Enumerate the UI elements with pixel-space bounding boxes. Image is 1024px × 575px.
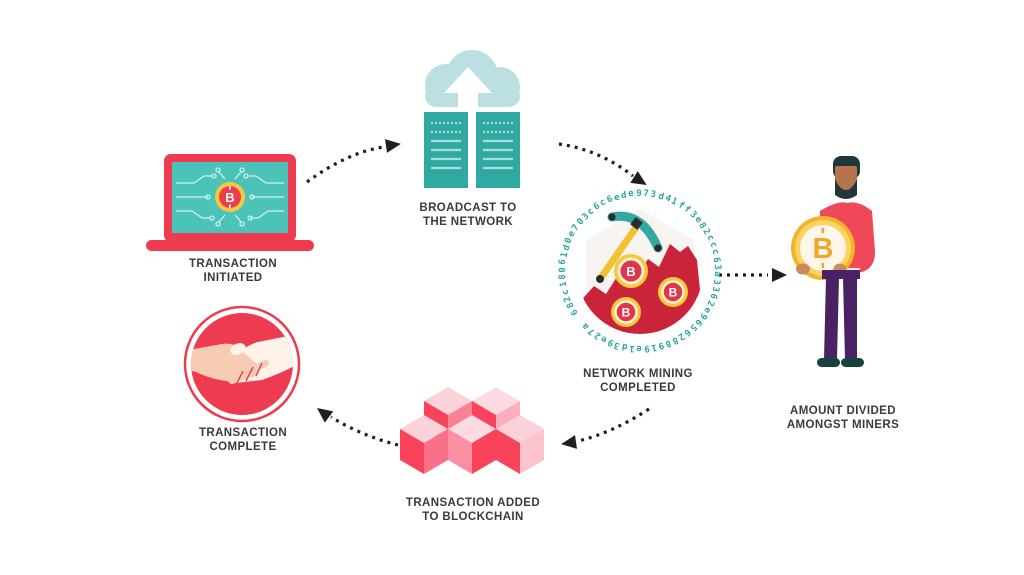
cube	[400, 415, 448, 474]
bitcoin-coin-icon: B	[658, 277, 688, 307]
left-hand	[796, 263, 810, 275]
label-line: COMPLETED	[600, 382, 676, 394]
label-line: BROADCAST TO	[419, 202, 517, 214]
right-shoe	[841, 358, 864, 367]
finger-gaps	[235, 362, 263, 386]
circuit-lines	[176, 167, 284, 227]
bitcoin-coin-icon: B	[611, 297, 641, 327]
bitcoin-coin-icon: B	[791, 216, 855, 280]
flow-arrow-5	[330, 415, 399, 447]
flow-arrow-4	[577, 407, 650, 443]
arrowhead-icon	[630, 171, 647, 185]
label-line: TRANSACTION	[198, 427, 288, 439]
label-line: COMPLETE	[209, 441, 277, 453]
flow-arrow-2	[558, 142, 634, 178]
arrowhead-icon	[317, 407, 334, 423]
label-line: INITIATED	[203, 272, 263, 284]
face	[835, 163, 857, 190]
bitcoin-glyph: B	[669, 286, 678, 300]
flow-arrow-1	[306, 145, 385, 184]
arrowhead-icon	[385, 139, 401, 153]
cloud-upload-icon	[425, 50, 520, 107]
label-line: NETWORK MINING	[583, 368, 693, 380]
label-line: TRANSACTION ADDED	[405, 497, 541, 509]
handshake-icon	[183, 305, 301, 423]
label-line: TRANSACTION	[188, 258, 278, 270]
bitcoin-glyph: B	[813, 233, 834, 265]
miner-holding-bitcoin-icon: B	[791, 156, 875, 367]
pickaxe-icon	[596, 211, 663, 283]
bitcoin-coin-icon: B	[215, 182, 245, 212]
left-shoe	[817, 358, 840, 367]
laptop-bitcoin-icon: B	[146, 154, 314, 251]
bitcoin-glyph: B	[622, 306, 631, 320]
step-label-network-mining: NETWORK MINING COMPLETED	[553, 367, 723, 395]
beard	[835, 179, 857, 199]
step-label-transaction-initiated: TRANSACTION INITIATED	[148, 257, 318, 285]
step-label-broadcast-network: BROADCAST TO THE NETWORK	[383, 201, 553, 229]
bitcoin-glyph: B	[225, 190, 234, 205]
bitcoin-glyph: B	[626, 264, 635, 279]
step-label-amount-divided: AMOUNT DIVIDED AMONGST MINERS	[758, 404, 928, 432]
server-towers-icon	[424, 112, 520, 188]
cube	[448, 415, 496, 474]
cube	[496, 415, 544, 474]
label-line: AMONGST MINERS	[786, 419, 900, 431]
upload-arrow-icon	[444, 67, 492, 107]
label-line: THE NETWORK	[422, 216, 513, 228]
step-label-transaction-complete: TRANSACTION COMPLETE	[158, 426, 328, 454]
thumb	[230, 343, 246, 355]
mountain-shape	[577, 244, 702, 334]
arrowhead-icon	[772, 268, 787, 282]
left-leg	[824, 278, 839, 359]
arrowhead-icon	[561, 435, 577, 449]
label-line: TO BLOCKCHAIN	[422, 511, 524, 523]
mining-pickaxe-icon: B B B	[577, 209, 702, 334]
right-leg	[843, 278, 857, 359]
label-line: AMOUNT DIVIDED	[790, 405, 896, 417]
bitcoin-coin-icon: B	[614, 254, 648, 288]
step-label-transaction-added: TRANSACTION ADDED TO BLOCKCHAIN	[388, 496, 558, 524]
blockchain-cubes-icon	[400, 387, 544, 474]
